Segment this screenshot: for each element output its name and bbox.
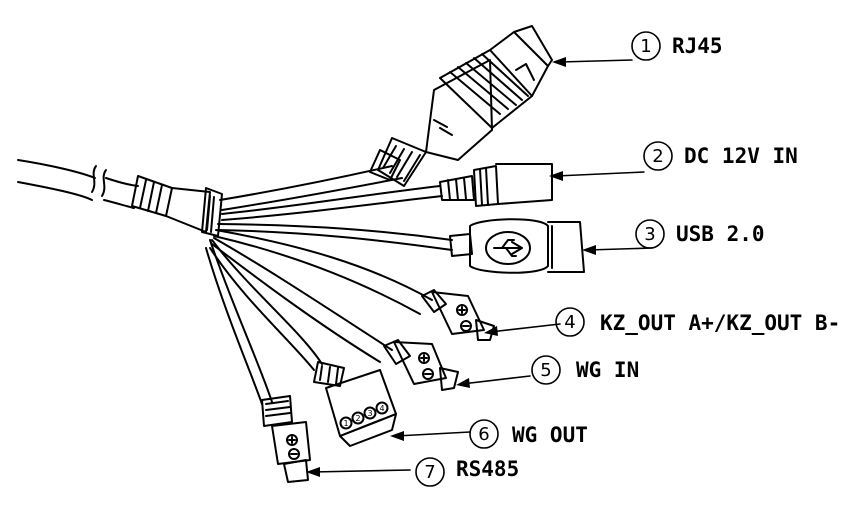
callout-2-number: 2 (652, 146, 663, 167)
callout-6-label: WG OUT (512, 423, 588, 447)
pin-2-label: 2 (355, 414, 360, 423)
callout-6-number: 6 (478, 424, 489, 445)
callout-1-label: RJ45 (672, 34, 723, 58)
callout-wg-in: 5 WG IN (531, 355, 639, 385)
callout-rj45: 1 RJ45 (631, 31, 723, 61)
callout-1-circle (631, 31, 661, 61)
strain-relief (131, 175, 223, 237)
main-cable (17, 159, 139, 209)
usb-connector (217, 218, 585, 274)
callout-wg-out: 6 WG OUT (469, 419, 588, 449)
callout-kz-out: 4 KZ_OUT A+/KZ_OUT B- (555, 307, 840, 337)
callout-4-number: 4 (564, 312, 575, 333)
callout-7-label: RS485 (456, 457, 519, 481)
callout-7-circle (415, 457, 445, 487)
kz-out-connector (213, 229, 495, 341)
callout-4-circle (555, 307, 585, 337)
callout-1-number: 1 (640, 36, 651, 57)
terminal-block-pins: 1 2 3 4 (343, 404, 384, 428)
callout-5-label: WG IN (576, 358, 639, 382)
callout-3-label: USB 2.0 (676, 222, 765, 246)
wg-in-connector (211, 237, 459, 391)
leader-arrowheads (306, 57, 596, 477)
rj45-connector (219, 25, 553, 211)
callout-usb-2-0: 3 USB 2.0 (635, 219, 765, 249)
pin-1-label: 1 (343, 419, 348, 428)
dc-connector (221, 163, 553, 221)
pin-4-label: 4 (379, 404, 384, 413)
callout-6-circle (469, 419, 499, 449)
callout-2-label: DC 12V IN (684, 144, 798, 168)
callout-2-circle (643, 141, 673, 171)
callout-7-number: 7 (424, 462, 435, 483)
callout-rs485: 7 RS485 (415, 457, 519, 487)
pin-3-label: 3 (367, 409, 372, 418)
callout-3-circle (635, 219, 665, 249)
callout-5-circle (531, 355, 561, 385)
wg-out-connector (209, 239, 397, 447)
rs485-connector (205, 239, 311, 483)
callout-5-number: 5 (540, 360, 551, 381)
callout-dc-12v-in: 2 DC 12V IN (643, 141, 798, 171)
callout-3-number: 3 (644, 224, 655, 245)
leader-lines (311, 59, 653, 473)
callout-4-label: KZ_OUT A+/KZ_OUT B- (600, 311, 840, 335)
